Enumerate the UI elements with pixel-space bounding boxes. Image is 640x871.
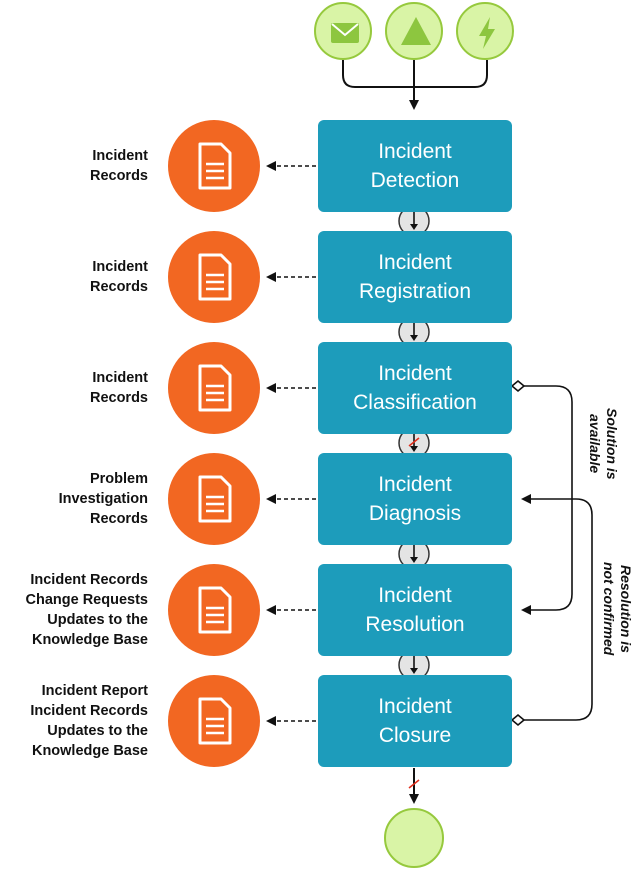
- document-icon: [198, 142, 232, 190]
- output-label-5: Incident Records Change Requests Updates…: [0, 564, 148, 656]
- document-icon: [198, 253, 232, 301]
- loop-label-line: Solution is: [604, 408, 620, 480]
- output-label-line: Records: [89, 168, 148, 184]
- output-label-4: Problem Investigation Records: [0, 453, 148, 545]
- step-label-line1: Incident: [378, 140, 452, 163]
- output-label-line: Updates to the: [47, 612, 148, 628]
- output-label-2: Incident Records: [0, 231, 148, 323]
- output-label-line: Records: [89, 390, 148, 406]
- output-document-2: [168, 231, 260, 323]
- step-label-line1: Incident: [378, 695, 452, 718]
- start-merge-connector: [342, 60, 488, 110]
- output-label-line: Problem: [89, 471, 148, 487]
- output-label-line: Incident Records: [30, 703, 148, 719]
- step-incident-detection[interactable]: Incident Detection: [318, 120, 512, 212]
- document-icon: [198, 586, 232, 634]
- step-label-line2: Closure: [378, 724, 452, 747]
- step-label-line1: Incident: [378, 251, 452, 274]
- step-incident-diagnosis[interactable]: Incident Diagnosis: [318, 453, 512, 545]
- output-label-line: Change Requests: [25, 592, 148, 608]
- loop-resolution-not-confirmed: [510, 494, 593, 727]
- start-event-message: [314, 2, 372, 60]
- output-document-1: [168, 120, 260, 212]
- start-event-escalation: [456, 2, 514, 60]
- output-label-6: Incident Report Incident Records Updates…: [0, 675, 148, 767]
- output-label-3: Incident Records: [0, 342, 148, 434]
- loop-label-line: Resolution is: [618, 564, 634, 653]
- step-label-line1: Incident: [378, 584, 452, 607]
- end-event: [384, 808, 444, 868]
- step-incident-classification[interactable]: Incident Classification: [318, 342, 512, 434]
- start-event-signal: [385, 2, 443, 60]
- output-label-line: Incident Report: [41, 683, 148, 699]
- output-document-3: [168, 342, 260, 434]
- output-document-6: [168, 675, 260, 767]
- end-connector: [408, 768, 420, 804]
- step-label-line1: Incident: [378, 362, 452, 385]
- document-icon: [198, 364, 232, 412]
- step-label-line2: Resolution: [365, 613, 465, 636]
- conditional-diamond: [510, 713, 526, 727]
- step-label-line2: Classification: [353, 391, 477, 414]
- output-label-line: Records: [89, 511, 148, 527]
- output-label-line: Records: [89, 279, 148, 295]
- step-label-line2: Diagnosis: [368, 502, 462, 525]
- loop-label-solution-available: Solution is available: [586, 408, 620, 480]
- step-incident-resolution[interactable]: Incident Resolution: [318, 564, 512, 656]
- loop-label-resolution-not-confirmed: Resolution is not confirmed: [600, 562, 634, 655]
- envelope-icon: [331, 23, 359, 43]
- output-label-line: Updates to the: [47, 723, 148, 739]
- triangle-icon: [401, 17, 431, 45]
- document-icon: [198, 475, 232, 523]
- output-label-line: Knowledge Base: [31, 632, 148, 648]
- connector-node-3: [398, 427, 430, 459]
- conditional-diamond: [510, 379, 526, 393]
- step-label-line2: Registration: [358, 280, 472, 303]
- step-label-line2: Detection: [370, 169, 460, 192]
- output-label-line: Incident: [92, 370, 148, 386]
- output-label-line: Incident: [92, 259, 148, 275]
- output-label-line: Incident Records: [30, 572, 148, 588]
- output-arrows: [266, 161, 316, 726]
- lightning-bolt-icon: [479, 17, 495, 49]
- loop-label-line: not confirmed: [601, 562, 617, 656]
- output-label-line: Incident: [92, 148, 148, 164]
- output-label-line: Knowledge Base: [31, 743, 148, 759]
- step-incident-registration[interactable]: Incident Registration: [318, 231, 512, 323]
- document-icon: [198, 697, 232, 745]
- loop-solution-available: [510, 379, 573, 615]
- output-document-4: [168, 453, 260, 545]
- output-document-5: [168, 564, 260, 656]
- step-label-line1: Incident: [378, 473, 452, 496]
- step-incident-closure[interactable]: Incident Closure: [318, 675, 512, 767]
- output-label-1: Incident Records: [0, 120, 148, 212]
- loop-label-line: available: [587, 414, 603, 474]
- output-label-line: Investigation: [58, 491, 148, 507]
